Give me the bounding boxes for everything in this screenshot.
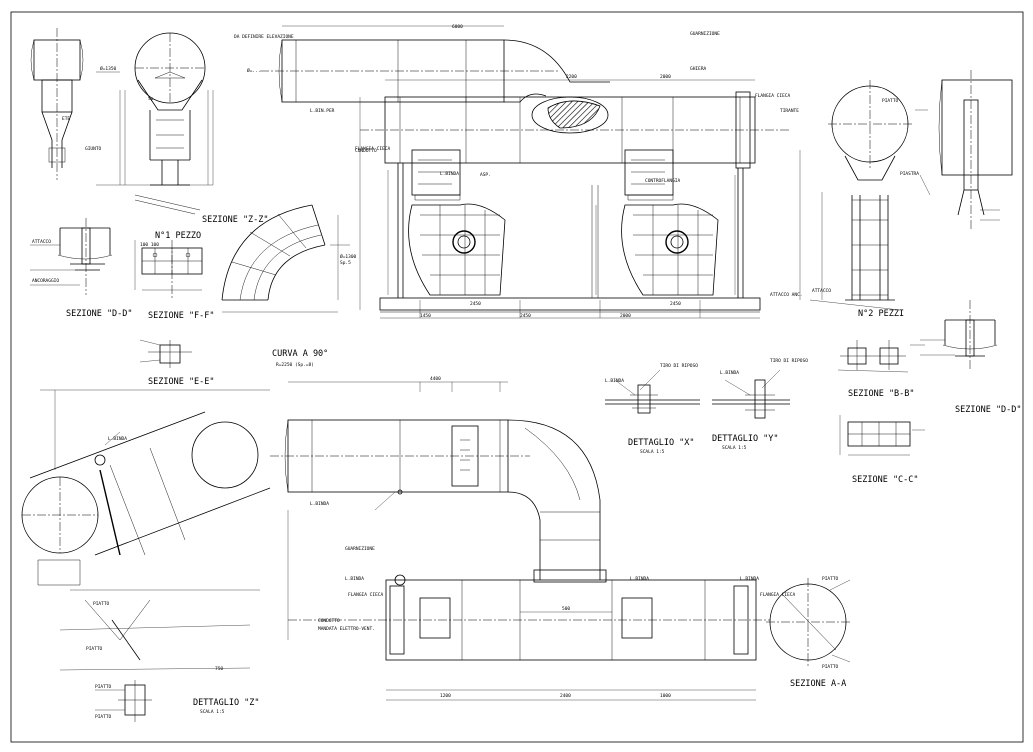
svg-text:L.BINDA: L.BINDA <box>310 501 329 507</box>
svg-text:PIATTO: PIATTO <box>86 646 103 652</box>
piece-2-label: N°2 PEZZI <box>858 309 904 319</box>
detail-z-title: DETTAGLIO "Z" <box>193 698 260 708</box>
svg-text:2450: 2450 <box>470 301 481 307</box>
section-z-z-view: Ø=1350 Sp. GIUNTO ETE <box>30 28 214 215</box>
svg-text:PIATTO: PIATTO <box>882 98 899 104</box>
svg-text:L.BINDA: L.BINDA <box>720 370 739 376</box>
svg-text:2400: 2400 <box>560 693 571 699</box>
svg-text:PIATTO: PIATTO <box>95 714 112 720</box>
section-b-b-label: SEZIONE "B-B" <box>848 389 915 399</box>
detail-y-scale: SCALA 1:5 <box>722 445 747 451</box>
svg-text:2450: 2450 <box>520 313 531 319</box>
svg-text:500: 500 <box>562 606 570 612</box>
note-mandata: MANDATA ELETTRO-VENT. <box>318 626 375 632</box>
detail-z-view: PIATTO PIATTO <box>95 680 152 722</box>
svg-text:Sp.: Sp. <box>148 96 156 102</box>
svg-text:L.BINDA: L.BINDA <box>740 576 759 582</box>
svg-text:ASP.: ASP. <box>480 172 491 178</box>
svg-text:Ø=1350: Ø=1350 <box>100 65 117 72</box>
svg-text:ANCORAGGIO: ANCORAGGIO <box>32 278 59 284</box>
detail-z-scale: SCALA 1:5 <box>200 709 225 715</box>
note-flangia-cieca-right: FLANGIA CIECA <box>760 592 796 598</box>
note-flangia-cieca-plan: FLANGIA CIECA <box>348 592 384 598</box>
svg-text:1000: 1000 <box>660 693 671 699</box>
right-edge-detail <box>938 70 1013 230</box>
svg-text:2200: 2200 <box>566 74 577 80</box>
svg-text:ATTACCO ANC.: ATTACCO ANC. <box>770 292 803 298</box>
svg-text:6000: 6000 <box>452 24 463 30</box>
svg-text:DA DEFINIRE ELEVAZIONE: DA DEFINIRE ELEVAZIONE <box>234 34 294 40</box>
detail-x-title: DETTAGLIO "X" <box>628 438 695 448</box>
svg-text:L.BINDA: L.BINDA <box>605 378 624 384</box>
elbow-title: CURVA A 90° <box>272 349 328 359</box>
detail-y-title: DETTAGLIO "Y" <box>712 434 779 444</box>
svg-text:PIATTO: PIATTO <box>95 684 112 690</box>
note-condotto: CONDOTTO <box>318 618 340 624</box>
section-a-a-view: PIATTO PIATTO <box>766 576 851 670</box>
svg-text:1200: 1200 <box>440 693 451 699</box>
section-e-e-view <box>139 339 192 368</box>
section-d-d-left-label: SEZIONE "D-D" <box>66 309 133 319</box>
svg-text:2000: 2000 <box>660 74 671 80</box>
svg-text:TIRO DI RIPOSO: TIRO DI RIPOSO <box>770 358 808 364</box>
svg-text:PIATTO: PIATTO <box>93 601 110 607</box>
svg-text:GUARNIZIONE: GUARNIZIONE <box>690 31 720 37</box>
svg-text:L.BINDA: L.BINDA <box>108 436 127 442</box>
svg-text:CONDOTTO: CONDOTTO <box>355 148 377 154</box>
section-a-a-label: SEZIONE A-A <box>790 679 846 689</box>
note-flangia-cieca-top: FLANGIA CIECA <box>355 146 391 152</box>
svg-text:PIATTO: PIATTO <box>822 664 839 670</box>
svg-text:Ø=...: Ø=... <box>247 67 261 74</box>
svg-text:4400: 4400 <box>430 376 441 382</box>
svg-text:GIUNTO: GIUNTO <box>85 146 102 152</box>
svg-text:PIATTO: PIATTO <box>822 576 839 582</box>
elbow-subtitle: R=2250 (Sp.=8) <box>276 362 314 368</box>
inclined-duct-view: L.BINDA PIATTO PIATTO 750 <box>21 389 271 672</box>
section-f-f-label: SEZIONE "F-F" <box>148 311 215 321</box>
svg-text:750: 750 <box>215 666 223 672</box>
svg-text:Ø=1300: Ø=1300 <box>340 253 357 260</box>
section-d-d-right-view <box>920 300 998 370</box>
svg-text:L.BINDA: L.BINDA <box>630 576 649 582</box>
svg-text:2450: 2450 <box>670 301 681 307</box>
elbow-90-view: Ø=1300 Sp.5 <box>221 204 357 313</box>
section-d-d-right-label: SEZIONE "D-D" <box>955 405 1022 415</box>
section-z-z-label: SEZIONE "Z-Z" <box>202 215 269 225</box>
piece-1-label: N°1 PEZZO <box>155 231 201 241</box>
svg-text:L.BIN.PER: L.BIN.PER <box>310 108 335 114</box>
svg-text:L.BINDA: L.BINDA <box>440 171 459 177</box>
svg-text:ATTACCO: ATTACCO <box>32 239 51 245</box>
svg-text:1450: 1450 <box>420 313 431 319</box>
main-elevation-view: 6000 2200 2000 2450 2450 1450 2450 2000 … <box>234 24 803 319</box>
pieces-2-view: PIATTO PIASTRA TIRANTE ATTACCO <box>780 80 931 311</box>
section-e-e-label: SEZIONE "E-E" <box>148 377 215 387</box>
section-f-f-view: 100 100 <box>134 240 203 300</box>
svg-text:2000: 2000 <box>620 313 631 319</box>
detail-x-scale: SCALA 1:5 <box>640 449 665 455</box>
detail-y-view: L.BINDA TIRO DI RIPOSO <box>712 358 808 419</box>
section-c-c-view <box>839 415 925 456</box>
svg-text:ETE: ETE <box>62 116 70 122</box>
svg-text:CONTROFLANGIA: CONTROFLANGIA <box>645 178 681 184</box>
svg-text:100 100: 100 100 <box>140 242 159 248</box>
svg-text:ATTACCO: ATTACCO <box>812 288 831 294</box>
svg-text:L.BINDA: L.BINDA <box>345 576 364 582</box>
svg-text:FLANGIA CIECA: FLANGIA CIECA <box>755 93 791 99</box>
svg-text:TIRO DI RIPOSO: TIRO DI RIPOSO <box>660 363 698 369</box>
section-d-d-left-view: ATTACCO ANCORAGGIO <box>30 218 113 295</box>
section-b-b-view <box>837 340 925 373</box>
plan-view: 4400 500 1200 2400 1000 L.BINDA GUARNIZI… <box>270 376 770 701</box>
svg-text:TIRANTE: TIRANTE <box>780 108 799 114</box>
svg-text:PIASTRA: PIASTRA <box>900 171 919 177</box>
svg-text:GHIERA: GHIERA <box>690 66 707 72</box>
svg-text:Sp.5: Sp.5 <box>340 260 351 266</box>
svg-text:GUARNIZIONE: GUARNIZIONE <box>345 546 375 552</box>
section-c-c-label: SEZIONE "C-C" <box>852 475 919 485</box>
detail-x-view: L.BINDA TIRO DI RIPOSO <box>605 363 700 414</box>
sheet-border <box>10 11 1024 743</box>
